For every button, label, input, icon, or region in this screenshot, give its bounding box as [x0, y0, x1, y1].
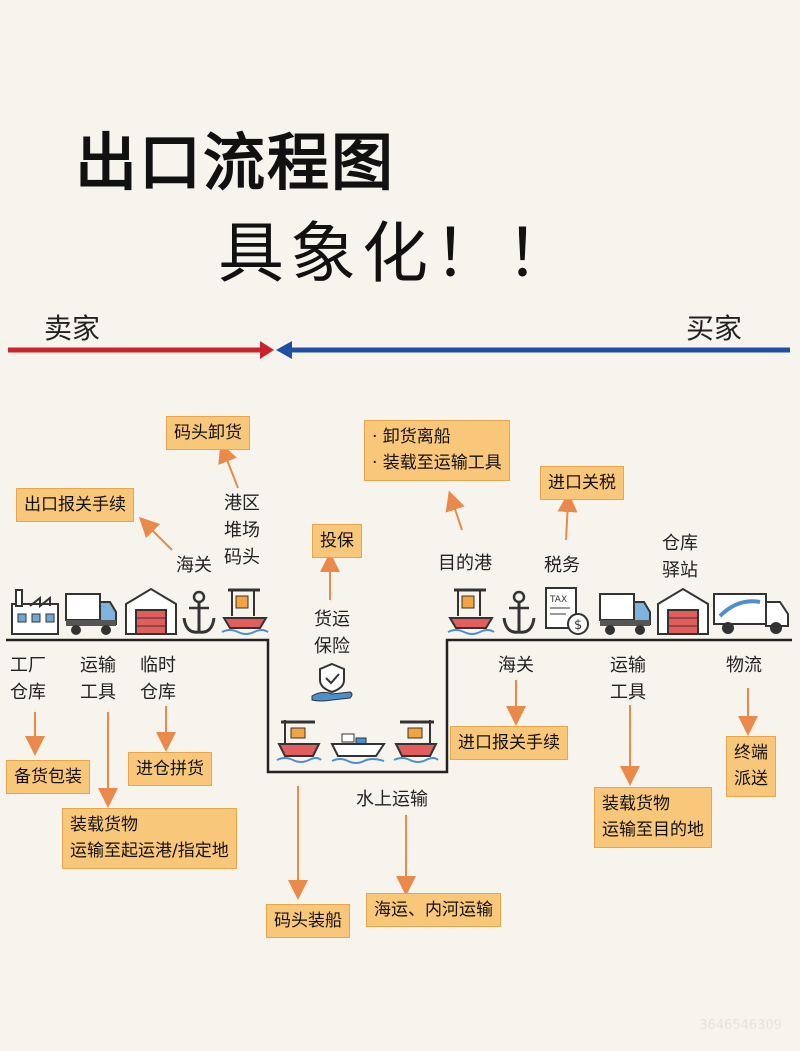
transport-tool-seller-label: 运输 工具	[80, 655, 116, 703]
terminal-delivery-box: 终端 派送	[726, 736, 776, 797]
title-line2: 具象化！！	[218, 215, 578, 292]
delivery-truck-icon	[713, 593, 789, 634]
truck-icon	[65, 593, 117, 635]
warehouse-station-label: 仓库 驿站	[662, 533, 698, 581]
arrow-dest	[445, 490, 465, 531]
anchor-icon-buyer	[502, 590, 536, 634]
import-declaration-box: 进口报关手续	[450, 726, 568, 761]
export-declaration-box: 出口报关手续	[16, 488, 134, 523]
anchor-icon	[182, 590, 216, 634]
tax-icon-text: TAX	[549, 595, 567, 605]
load-transport-buyer-box: 装载货物 运输至目的地	[594, 787, 712, 848]
buyer-arrowhead	[276, 341, 292, 359]
factory-icon	[11, 589, 59, 635]
dock-loading-box: 码头装船	[266, 904, 350, 939]
truck-icon-buyer	[599, 593, 651, 635]
transport-tool-buyer-label: 运输 工具	[610, 655, 646, 703]
import-tariff-box: 进口关税	[540, 466, 624, 501]
shield-hand-icon	[311, 662, 353, 702]
customs-seller-label: 海关	[176, 555, 212, 576]
consolidation-box: 进仓拼货	[128, 752, 212, 787]
cargo-insurance-label: 货运 保险	[314, 609, 350, 657]
insure-box: 投保	[312, 524, 362, 559]
port-yard-dock-label: 港区 堆场 码头	[224, 493, 260, 568]
seller-label: 卖家	[44, 312, 101, 345]
crane-ship-icon-buyer	[447, 588, 495, 635]
tax-icon: TAX $	[545, 587, 589, 635]
destination-port-label: 目的港	[438, 553, 492, 574]
arrow-port	[218, 442, 239, 489]
unload-load-box: · 卸货离船 · 装载至运输工具	[364, 420, 510, 481]
sea-river-transport-box: 海运、内河运输	[366, 893, 501, 928]
dock-unloading-box: 码头卸货	[166, 416, 250, 451]
svg-text:$: $	[574, 618, 582, 633]
watermark: 3646546309	[699, 1018, 782, 1033]
warehouse-icon	[125, 587, 177, 635]
arrow-customs-seller	[138, 516, 173, 551]
load-transport-seller-box: 装载货物 运输至起运港/指定地	[62, 808, 237, 869]
tax-label: 税务	[544, 555, 580, 576]
title-line1: 出口流程图	[75, 126, 396, 199]
temporary-warehouse-label: 临时 仓库	[140, 655, 176, 703]
arrow-tax	[557, 492, 578, 541]
prepare-packing-box: 备货包装	[6, 760, 90, 795]
crane-ship-icon	[221, 588, 269, 635]
warehouse-icon-buyer	[657, 587, 709, 635]
customs-buyer-label: 海关	[498, 655, 534, 676]
logistics-label: 物流	[726, 655, 762, 676]
cargo-ship-icon-2	[330, 733, 386, 764]
seller-arrowhead	[260, 341, 274, 359]
water-transport-label: 水上运输	[356, 789, 428, 810]
buyer-label: 买家	[686, 312, 743, 345]
ground-line	[6, 638, 792, 774]
factory-warehouse-label: 工厂 仓库	[10, 655, 46, 703]
cargo-ship-icon-3	[393, 720, 439, 763]
cargo-ship-icon	[276, 720, 322, 763]
